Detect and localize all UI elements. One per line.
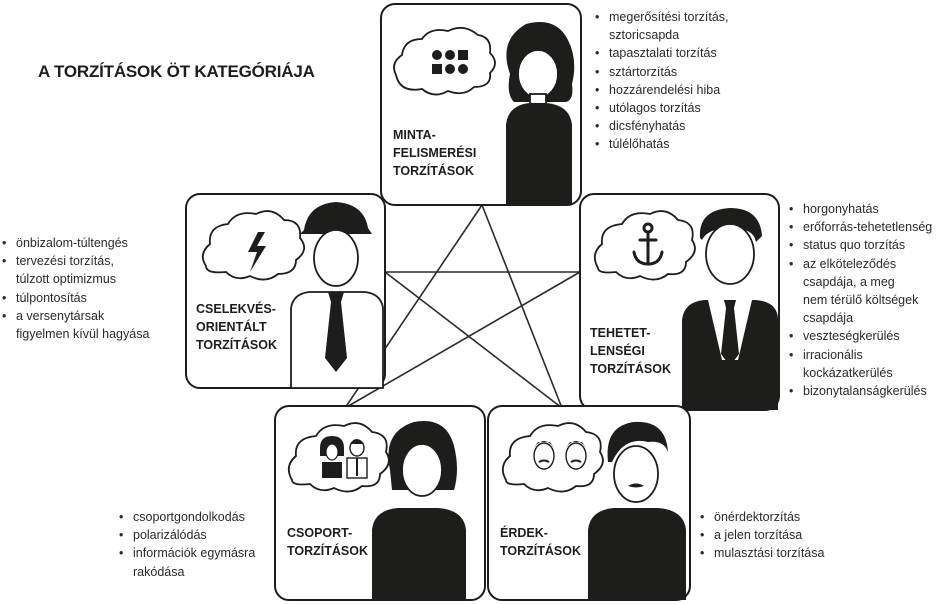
list-item: tervezési torzítás,túlzott optimizmus [2, 252, 149, 288]
people-icon [320, 436, 368, 479]
list-item: status quo torzítás [789, 236, 932, 254]
list-erdek: önérdektorzítás a jelen torzítása mulasz… [700, 508, 824, 563]
list-csoport: csoportgondolkodás polarizálódás informá… [119, 508, 255, 581]
list-item: utólagos torzítás [595, 99, 729, 117]
thought-bubble [593, 210, 696, 281]
list-mintafelismeresi: megerősítési torzítás,sztoricsapda tapas… [595, 8, 729, 154]
list-item: dicsfényhatás [595, 117, 729, 135]
anchor-icon [632, 222, 664, 266]
list-item: túlélőhatás [595, 135, 729, 153]
label-csoport: CSOPORT- TORZÍTÁSOK [287, 526, 369, 558]
box-erdek [487, 405, 691, 601]
list-item: bizonytalanságkerülés [789, 382, 932, 400]
list-cselekves: önbizalom-túltengés tervezési torzítás,t… [2, 234, 149, 343]
page-title: A TORZÍTÁSOK ÖT KATEGÓRIÁJA [38, 62, 315, 81]
list-item: veszteségkerülés [789, 327, 932, 345]
list-item: a jelen torzítása [700, 526, 824, 544]
list-item: mulasztási torzítása [700, 544, 824, 562]
box-csoport [274, 405, 486, 601]
label-erdek: ÉRDEK- TORZÍTÁSOK [500, 526, 582, 558]
label-cselekves: CSELEKVÉS- ORIENTÁLT TORZÍTÁSOK [196, 302, 278, 352]
list-item: hozzárendelési hiba [595, 81, 729, 99]
man-mustache-figure [588, 421, 686, 600]
list-item: csoportgondolkodás [119, 508, 255, 526]
lightning-icon [248, 232, 266, 272]
label-tehetetlensegi: TEHETET- LENSÉGI TORZÍTÁSOK [590, 326, 672, 376]
box-tehetetlensegi [579, 193, 780, 411]
list-item: önérdektorzítás [700, 508, 824, 526]
list-item: önbizalom-túltengés [2, 234, 149, 252]
list-item: erőforrás-tehetetlenség [789, 218, 932, 236]
list-tehetetlensegi: horgonyhatás erőforrás-tehetetlenség sta… [789, 200, 932, 400]
label-mintafelismeresi: MINTA- FELISMERÉSI TORZÍTÁSOK [393, 128, 477, 178]
list-item: horgonyhatás [789, 200, 932, 218]
list-item: polarizálódás [119, 526, 255, 544]
man-with-cap-figure [290, 202, 384, 389]
list-item: sztártorzítás [595, 63, 729, 81]
list-item: megerősítési torzítás,sztoricsapda [595, 8, 729, 44]
list-item: tapasztalati torzítás [595, 44, 729, 62]
woman-figure [372, 421, 466, 600]
man-with-tie-figure [682, 208, 778, 410]
thought-bubble [393, 26, 496, 96]
dots-squares-icon [432, 50, 468, 74]
woman-figure [506, 22, 575, 205]
box-cselekves [185, 193, 386, 389]
box-mintafelismeresi [380, 3, 582, 206]
list-item: túlpontosítás [2, 289, 149, 307]
mustache-faces-icon [533, 441, 587, 470]
